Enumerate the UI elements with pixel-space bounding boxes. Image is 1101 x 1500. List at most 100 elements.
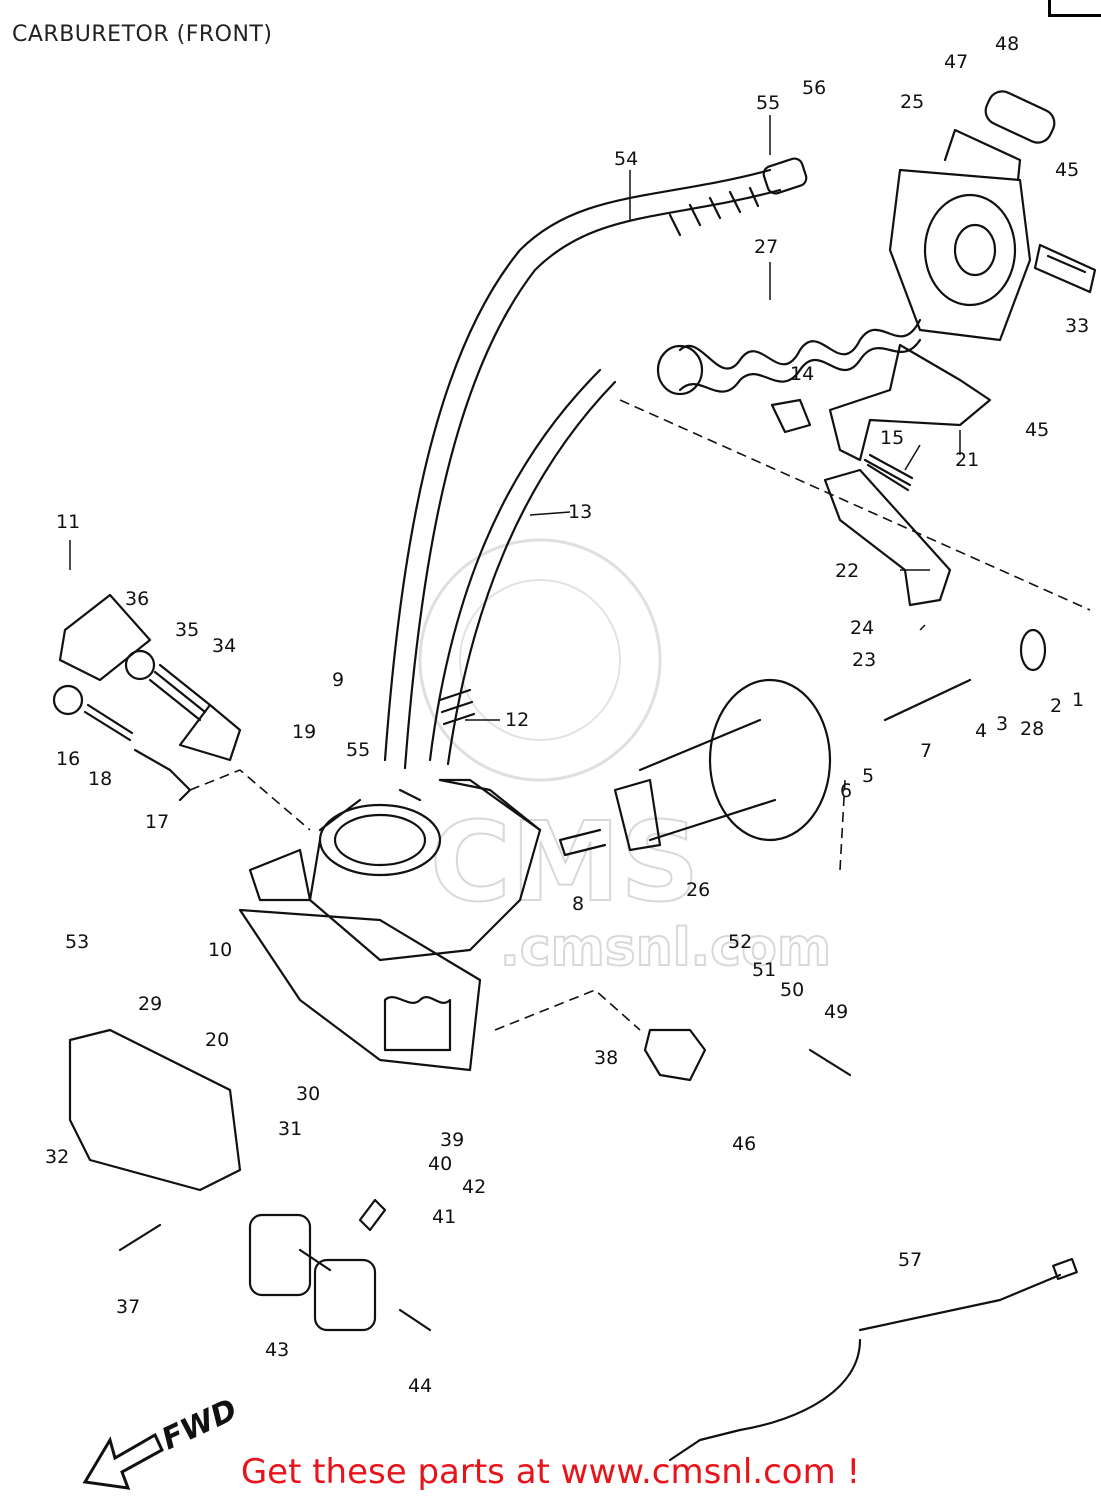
callout-40: 40 [428,1153,452,1175]
callout-34: 34 [212,635,236,657]
callout-55-lower: 55 [346,739,370,761]
callout-57: 57 [898,1249,922,1271]
bracket-33-part [1033,243,1097,294]
promo-banner[interactable]: Get these parts at www.cmsnl.com ! [0,1452,1101,1492]
callout-30: 30 [296,1083,320,1105]
cover-36-part [58,593,152,682]
callout-44: 44 [408,1375,432,1397]
callout-16: 16 [56,748,80,770]
callout-24: 24 [850,617,874,639]
nut-16-part [52,684,84,716]
callout-43: 43 [265,1339,289,1361]
callout-10: 10 [208,939,232,961]
callout-1: 1 [1072,689,1084,711]
callout-50: 50 [780,979,804,1001]
cms-watermark: CMS .cmsnl.com [418,538,832,979]
callout-3: 3 [996,713,1008,735]
sleeve-48-part [984,90,1056,144]
callout-22: 22 [835,560,859,582]
callout-20: 20 [205,1029,229,1051]
callout-13: 13 [568,501,592,523]
callout-45-upper: 45 [1055,159,1079,181]
callout-51: 51 [752,959,776,981]
callout-37: 37 [116,1296,140,1318]
callout-17: 17 [145,811,169,833]
callout-25: 25 [900,91,924,113]
callout-41: 41 [432,1206,456,1228]
screw-37-part [118,1223,162,1252]
callout-23: 23 [852,649,876,671]
callout-46: 46 [732,1133,756,1155]
needle-valve-41-part [358,1198,387,1232]
washer-28-part [1019,628,1047,672]
callout-14: 14 [790,363,814,385]
callout-29: 29 [138,993,162,1015]
part-callouts: 1 2 3 4 5 6 7 8 9 10 11 12 13 14 15 16 1… [45,33,1089,1397]
callout-53: 53 [65,931,89,953]
spring-15-part [863,453,914,492]
callout-6: 6 [840,780,852,802]
page-corner-frame [1048,0,1101,17]
float-43-part [248,1213,377,1332]
callout-leaders [69,115,961,721]
callout-26: 26 [686,879,710,901]
callout-48: 48 [995,33,1019,55]
callout-49: 49 [824,1001,848,1023]
hose-13-part [428,368,617,766]
assembly-lines [189,399,1091,1031]
callout-4: 4 [975,720,987,742]
cable-57-part [668,1257,1078,1462]
callout-15: 15 [880,427,904,449]
callout-8: 8 [572,893,584,915]
diaphragm-34-part [178,703,242,762]
piston-26-part [558,678,832,857]
callout-31: 31 [278,1118,302,1140]
float-chamber-29-part [68,1028,242,1192]
screw-49-part [808,1048,852,1077]
callout-52: 52 [728,931,752,953]
callout-56: 56 [802,77,826,99]
callout-39: 39 [440,1129,464,1151]
callout-32: 32 [45,1146,69,1168]
svg-text:CMS: CMS [430,798,699,926]
callout-19: 19 [292,721,316,743]
callout-55-upper: 55 [756,92,780,114]
svg-text:.cmsnl.com: .cmsnl.com [500,918,831,978]
callout-27: 27 [754,236,778,258]
callout-18: 18 [88,768,112,790]
callout-36: 36 [125,588,149,610]
fwd-label: FWD [157,1392,243,1457]
callout-5: 5 [862,765,874,787]
callout-45-lower: 45 [1025,419,1049,441]
callout-2: 2 [1050,695,1062,717]
diagram-title: CARBURETOR (FRONT) [12,22,273,47]
promo-link[interactable]: Get these parts at www.cmsnl.com ! [240,1452,861,1492]
needle-7-part [883,678,972,722]
callout-21: 21 [955,449,979,471]
clip-47-part [943,128,1022,182]
plunger-17-part [133,748,192,802]
spring-27-part [656,318,922,396]
callout-38: 38 [594,1047,618,1069]
callout-47: 47 [944,51,968,73]
top-cap-25-part [888,168,1032,342]
fwd-arrow-icon [82,1432,164,1490]
spring-18-part [83,703,134,742]
callout-33: 33 [1065,315,1089,337]
bracket-21-part [828,343,992,462]
callout-54: 54 [614,148,638,170]
callout-28: 28 [1020,718,1044,740]
carburetor-body-part [238,778,542,1072]
body-38-part [643,1028,707,1082]
hose-54-part [383,157,808,770]
callout-11: 11 [56,511,80,533]
pin-44-part [398,1308,432,1332]
callout-9: 9 [332,669,344,691]
spring-35-part [148,663,212,722]
cap-36-part [124,649,156,681]
callout-42: 42 [462,1176,486,1198]
callout-12: 12 [505,709,529,731]
plate-22-part [823,468,952,607]
callout-35: 35 [175,619,199,641]
